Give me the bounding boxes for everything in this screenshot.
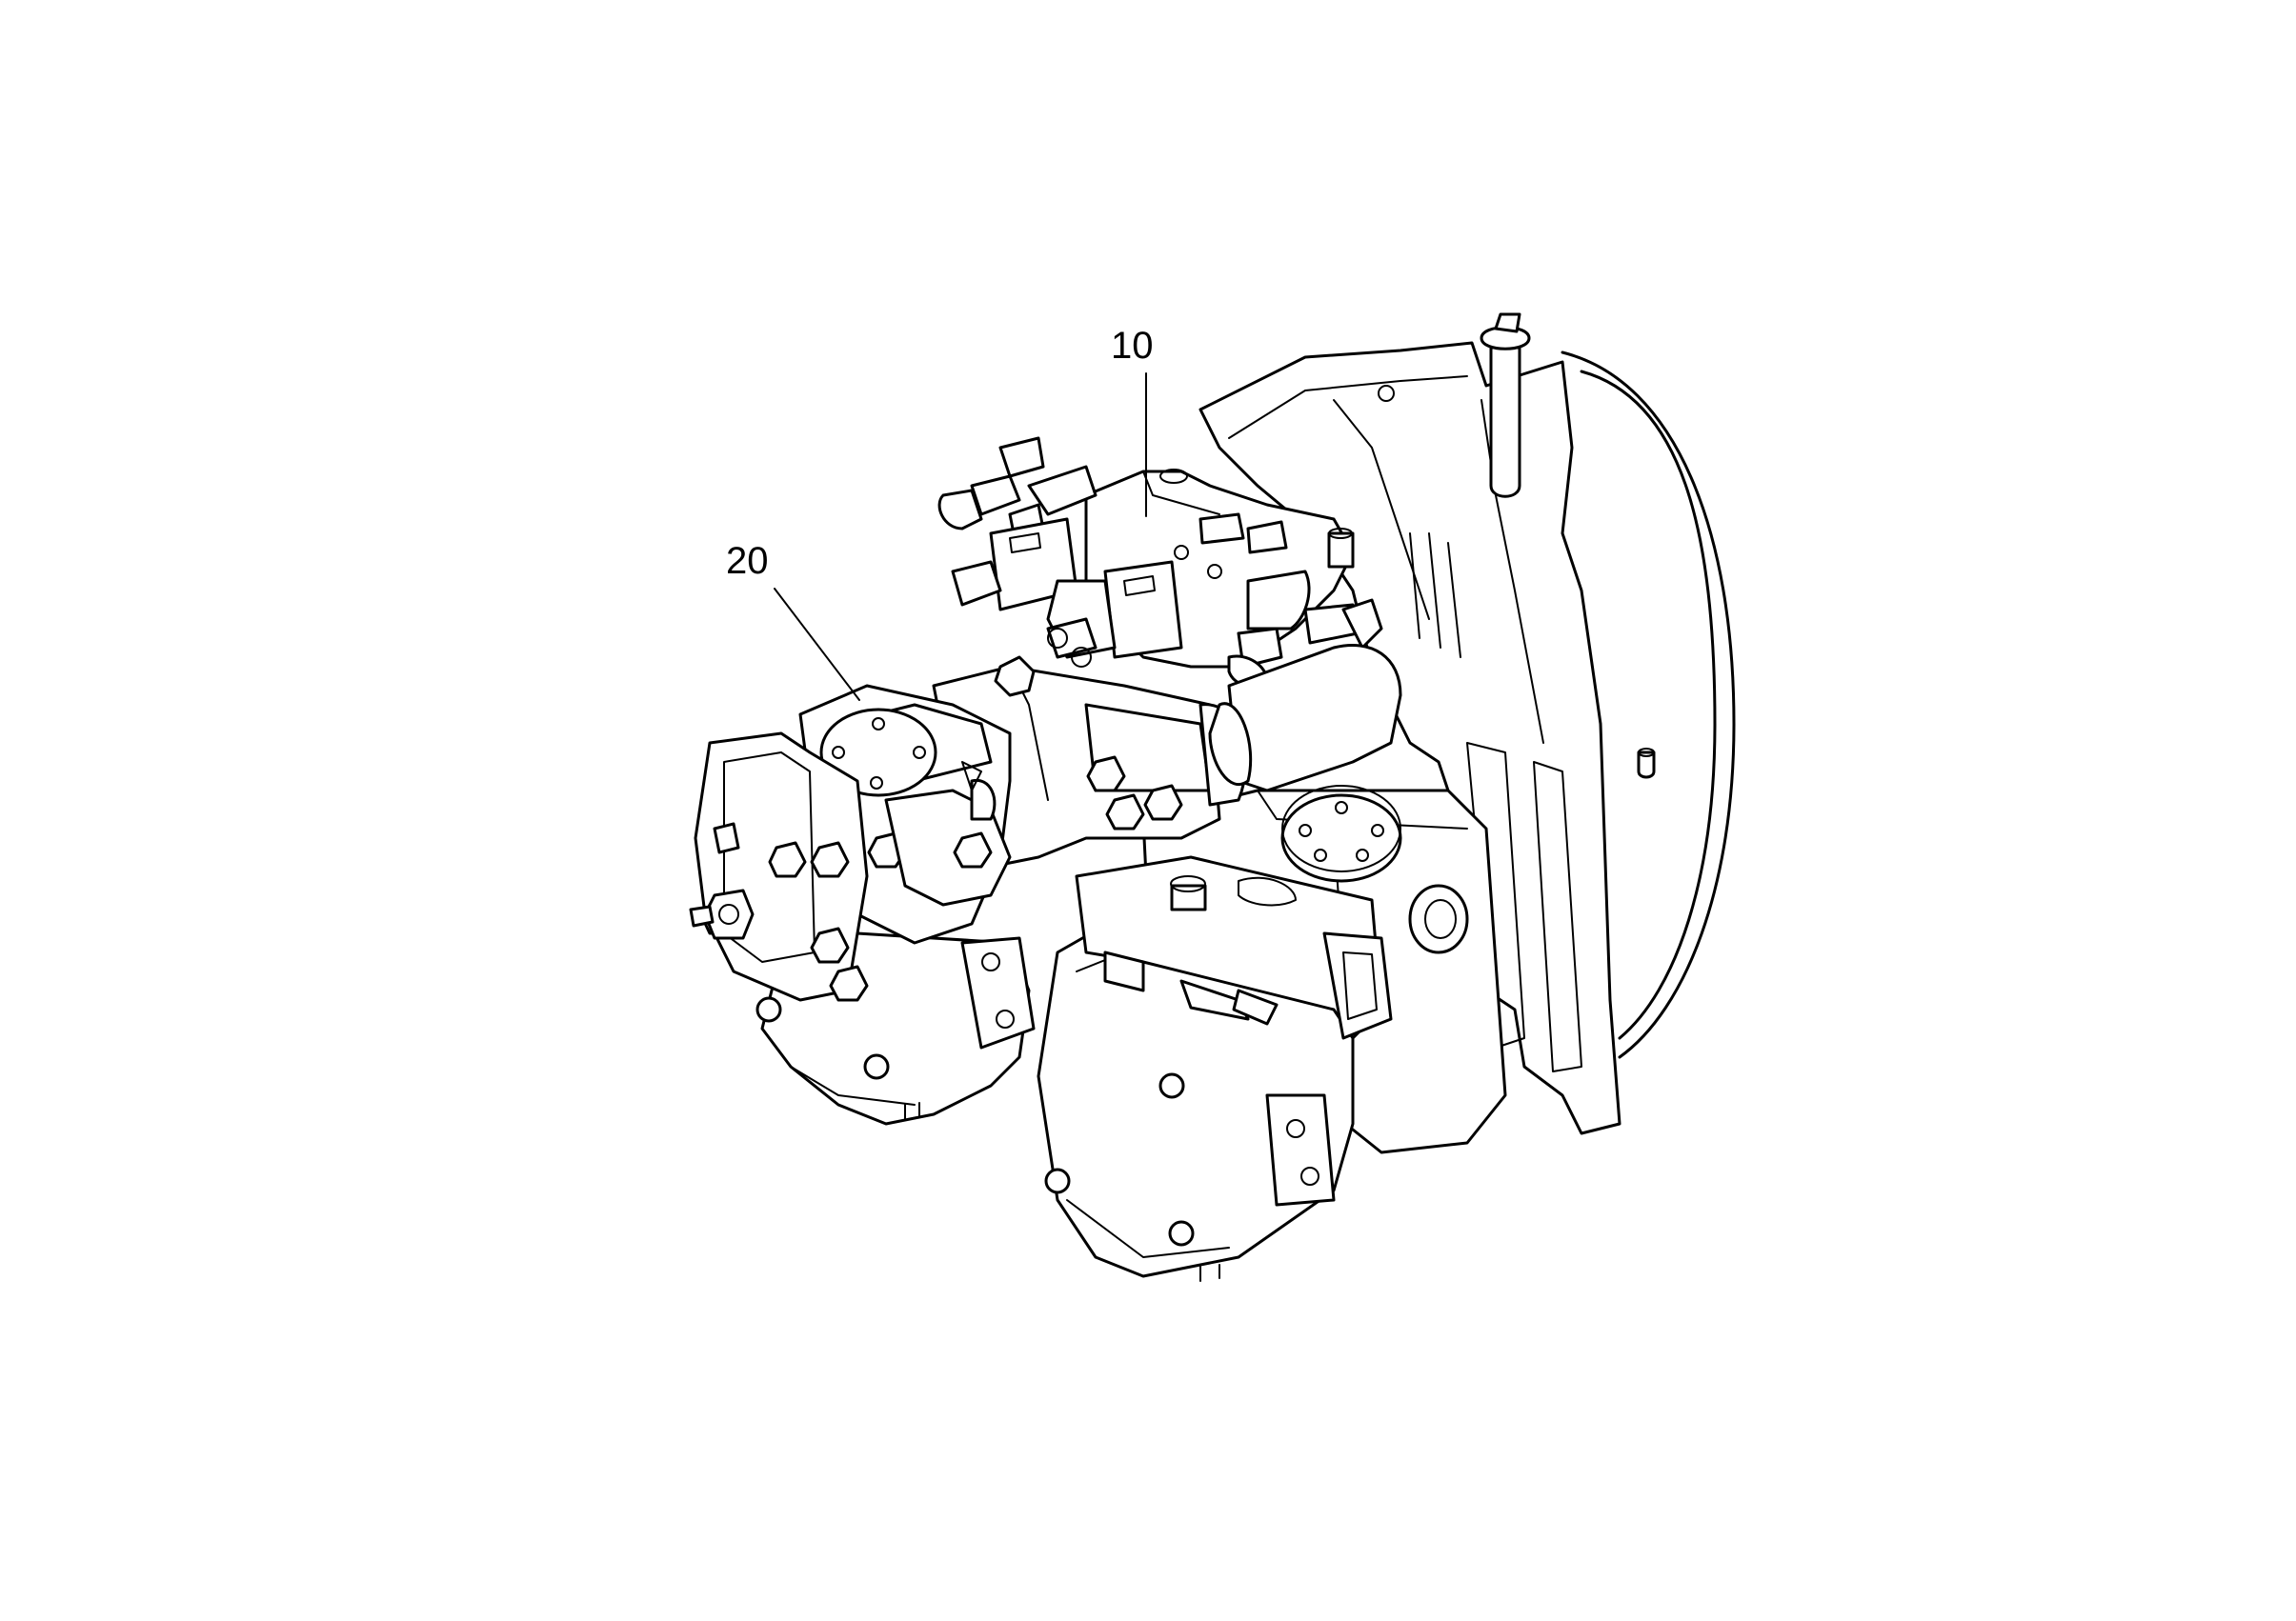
lower-control-valve xyxy=(1075,855,1393,1040)
callout-20: 20 xyxy=(726,540,769,582)
gearbox-housing xyxy=(1198,312,1736,1135)
callout-10: 10 xyxy=(1111,325,1154,367)
front-pump-regulator xyxy=(689,684,1036,1126)
leader-lines xyxy=(774,372,1147,701)
upper-valve-manifold xyxy=(937,436,1402,792)
leader-line-20 xyxy=(774,588,860,701)
